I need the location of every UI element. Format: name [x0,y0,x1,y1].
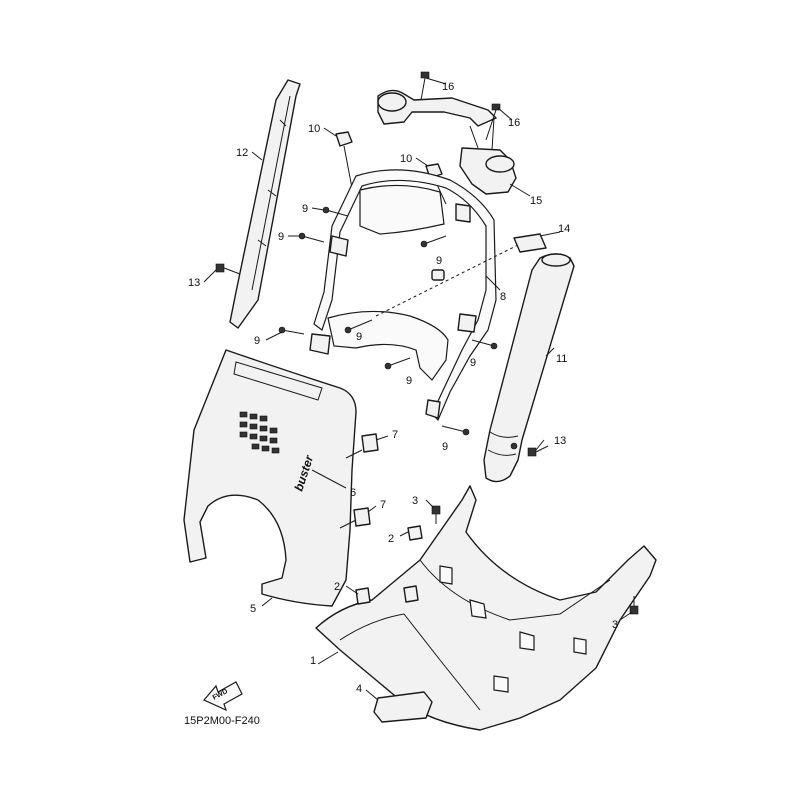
callout-9c: 9 [254,335,260,347]
part-10-clip-a [335,131,353,189]
callout-14: 14 [558,223,570,235]
callout-6: 6 [350,487,356,499]
callout-1: 1 [310,655,316,667]
callout-15: 15 [530,195,542,207]
part-15-upper-bracket [377,89,517,195]
callout-2a: 2 [388,533,394,545]
fwd-arrow-icon: FWD [203,681,243,712]
callout-2b: 2 [334,581,340,593]
part-13-screw-b [527,445,549,457]
part-2-clip-c [403,585,419,603]
part-3-screw-a [431,505,441,524]
callout-9a: 9 [302,203,308,215]
callout-7a: 7 [392,429,398,441]
part-16-screw-b [485,103,501,141]
part-16-screw-a [420,71,430,101]
part-11-pillar [483,253,575,483]
callout-leaders [203,77,633,701]
callout-13b: 13 [554,435,566,447]
callout-5: 5 [250,603,256,615]
part-5-front-panel [183,349,357,607]
part-7-clip-a [345,433,379,459]
callout-11: 11 [556,353,567,365]
callout-9e: 9 [436,255,442,267]
callout-7b: 7 [380,499,386,511]
part-7-clip-b [339,507,371,529]
frame-brackets [309,203,477,419]
part-3-screw-b [629,596,639,615]
part-8-inner-frame [313,169,537,422]
callout-8: 8 [500,291,506,303]
callout-4: 4 [356,683,362,695]
callout-labels: 1 2 2 3 3 4 5 6 7 7 8 9 9 9 9 9 9 9 9 10… [188,81,618,695]
panel-vents [239,411,280,454]
callout-10b: 10 [400,153,412,165]
part-2-clip-a [407,525,423,541]
callout-9g: 9 [470,357,476,369]
diagram-code: 15P2M00-F240 [184,715,260,727]
callout-3a: 3 [412,495,418,507]
part-12-side-strip [229,79,301,329]
callout-12: 12 [236,147,248,159]
callout-9f: 9 [406,375,412,387]
callout-10a: 10 [308,123,320,135]
callout-13a: 13 [188,277,200,289]
callout-16a: 16 [442,81,454,93]
callout-3b: 3 [612,619,618,631]
callout-9d: 9 [356,331,362,343]
part-14-label [513,231,561,253]
callout-9h: 9 [442,441,448,453]
part-2-clip-b [355,587,371,605]
callout-16b: 16 [508,117,520,129]
part-13-screw-a [215,263,241,275]
part-4-cover [373,691,433,723]
callout-9b: 9 [278,231,284,243]
